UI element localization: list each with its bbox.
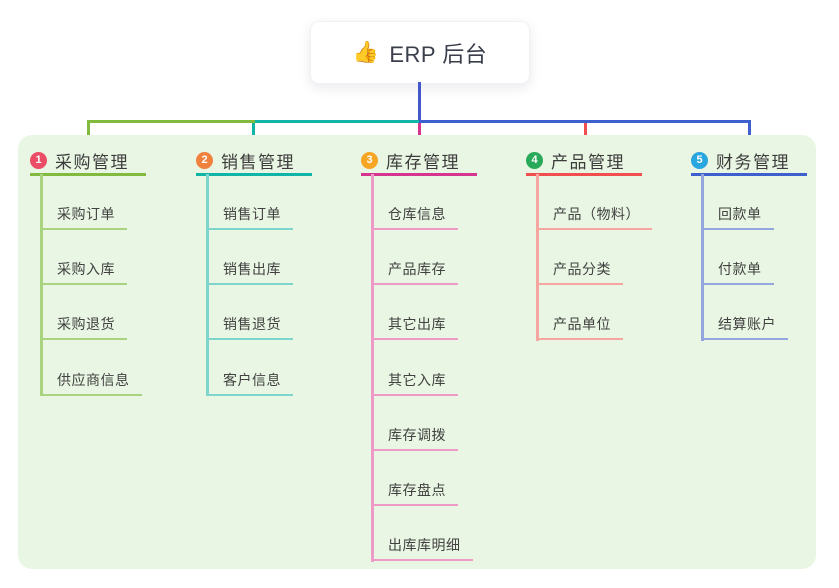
mindmap-panel (18, 135, 816, 569)
branch-spine-inventory (371, 174, 374, 562)
branch-spine-sales (206, 174, 209, 396)
connector-drop-sales (252, 120, 255, 143)
child-node[interactable]: 采购入库 (40, 260, 127, 285)
child-node[interactable]: 仓库信息 (371, 205, 458, 230)
badge-1-icon: 1 (30, 151, 47, 169)
root-node-erp[interactable]: 👍 ERP 后台 (310, 21, 530, 84)
badge-5-icon: 5 (691, 151, 708, 169)
badge-4-icon: 4 (526, 151, 543, 169)
child-node[interactable]: 结算账户 (701, 315, 788, 340)
child-node[interactable]: 销售退货 (206, 315, 293, 340)
child-node[interactable]: 出库库明细 (371, 536, 473, 561)
child-node[interactable]: 库存盘点 (371, 481, 458, 506)
connector-root-drop (417, 82, 421, 121)
child-node[interactable]: 产品（物料） (536, 205, 652, 230)
branch-title-label: 产品管理 (551, 152, 625, 172)
connector-horizontal-purchase (86, 119, 255, 123)
connector-horizontal-sales (252, 119, 419, 123)
branch-title-finance[interactable]: 5 财务管理 (691, 147, 807, 176)
child-node[interactable]: 供应商信息 (40, 371, 142, 396)
branch-title-label: 库存管理 (386, 152, 460, 172)
child-node[interactable]: 采购退货 (40, 315, 127, 340)
child-node[interactable]: 销售订单 (206, 205, 293, 230)
thumbs-up-icon: 👍 (352, 40, 380, 64)
child-node[interactable]: 产品库存 (371, 260, 458, 285)
child-node[interactable]: 采购订单 (40, 205, 127, 230)
branch-title-label: 财务管理 (716, 152, 790, 172)
child-node[interactable]: 客户信息 (206, 371, 293, 396)
branch-spine-purchase (40, 174, 43, 396)
child-node[interactable]: 销售出库 (206, 260, 293, 285)
child-node[interactable]: 回款单 (701, 205, 774, 230)
connector-drop-purchase (86, 119, 90, 143)
child-node[interactable]: 库存调拨 (371, 426, 458, 451)
connector-drop-inventory (417, 120, 421, 143)
branch-title-inventory[interactable]: 3 库存管理 (361, 147, 477, 176)
connector-drop-finance (747, 120, 751, 144)
connector-drop-product (583, 120, 587, 140)
branch-spine-finance (701, 174, 704, 341)
branch-title-sales[interactable]: 2 销售管理 (196, 147, 312, 176)
branch-title-label: 销售管理 (221, 152, 295, 172)
branch-title-purchase[interactable]: 1 采购管理 (30, 147, 146, 176)
branch-title-product[interactable]: 4 产品管理 (526, 147, 642, 176)
child-node[interactable]: 付款单 (701, 260, 774, 285)
child-node[interactable]: 产品单位 (536, 315, 623, 340)
badge-2-icon: 2 (196, 151, 213, 169)
badge-3-icon: 3 (361, 151, 378, 169)
child-node[interactable]: 其它入库 (371, 371, 458, 396)
branch-spine-product (536, 174, 539, 341)
child-node[interactable]: 产品分类 (536, 260, 623, 285)
connector-horizontal-finance (417, 119, 751, 123)
root-node-label: ERP 后台 (389, 41, 488, 67)
child-node[interactable]: 其它出库 (371, 315, 458, 340)
branch-title-label: 采购管理 (55, 152, 129, 172)
